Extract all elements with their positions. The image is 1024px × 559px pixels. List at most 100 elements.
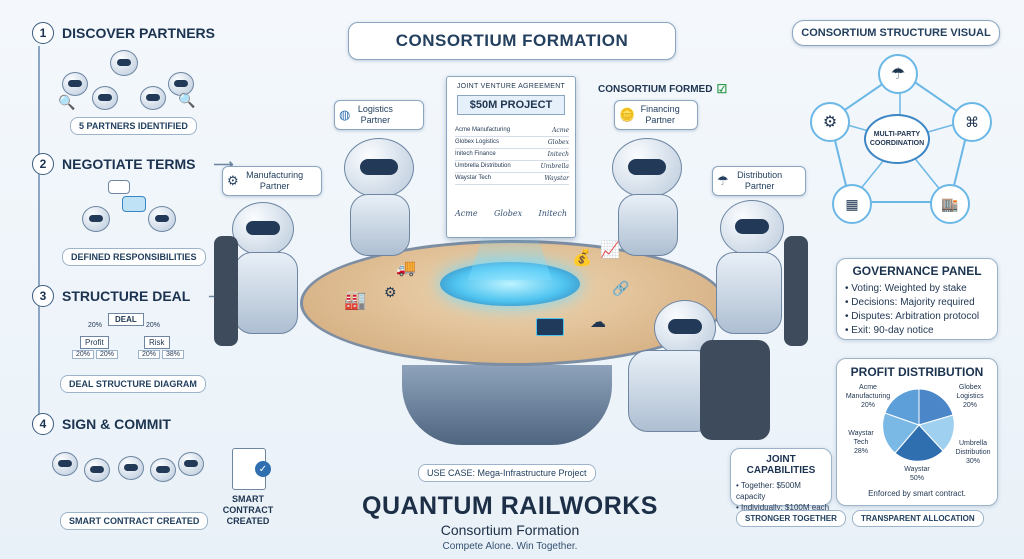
capabilities-panel: JOINT CAPABILITIES • Together: $500M cap… [730,448,832,512]
node-umbrella: ☂ [878,54,918,94]
consortium-formed-text: CONSORTIUM FORMED [598,83,713,95]
signing-robot [178,452,204,476]
party-signature: Globex [547,139,569,146]
step-1-number: 1 [32,22,54,44]
pie-slice [882,412,920,454]
manufacturing-chair [214,236,238,346]
profit-label: Waystar 50% [895,465,939,483]
governance-title: GOVERNANCE PANEL [852,264,982,278]
deal-leaf: 20% [96,350,119,359]
table-pedestal [402,365,612,445]
cloud-icon: ☁ [590,314,606,331]
deal-left-node: Profit [80,336,109,349]
negotiating-robot [82,206,110,232]
profit-label-name: Umbrella Distribution [955,440,991,456]
node-boxes: ▦ [832,184,872,224]
deal-leaf: 38% [162,350,185,359]
logistics-partner-text: Logistics Partner [357,104,393,125]
pie-slice [894,424,944,462]
step-1-caption: 5 PARTNERS IDENTIFIED [70,117,197,135]
footer-signature: Globex [493,209,523,218]
profit-pie [882,388,955,462]
step-3-number: 3 [32,285,54,307]
agreement-footer-signatures: Acme Globex Initech [455,209,567,218]
governance-row-text: Exit: 90-day notice [851,325,934,336]
partner-robot [140,86,166,110]
brand-tagline: Compete Alone. Win Together. [442,541,578,552]
profit-label-name: Acme Manufacturing [845,384,891,400]
party-signature: Waystar [544,175,569,182]
partner-robot [168,72,194,96]
profit-label-pct: 28% [853,448,868,455]
use-case-label: USE CASE: Mega-Infrastructure Project [418,464,596,482]
umbrella-icon: ☂ [717,173,729,188]
profit-label: Globex Logistics 20% [945,383,995,410]
party-signature: Umbrella [540,163,569,170]
signing-robot [52,452,78,476]
signing-robot [84,458,110,482]
pie-slice [918,388,954,426]
profit-panel: PROFIT DISTRIBUTION Acme Manufacturing 2… [836,358,998,506]
step-1-title: 1 DISCOVER PARTNERS [32,22,215,44]
manufacturing-partner-label: ⚙ Manufacturing Partner [222,166,322,196]
party-name: Waystar Tech [455,175,492,181]
factory-icon: 🏭 [344,290,367,310]
tech-chair [700,340,770,440]
agreement-parties: Acme Manufacturing Acme Globex Logistics… [455,125,569,185]
partner-robot [92,86,118,110]
party-signature: Initech [547,151,569,158]
deal-right-pct: 20% [146,322,161,329]
chat-bubble-icon [122,196,146,212]
coins-icon: 🪙 [619,107,636,122]
smart-contract-label: SMART CONTRACT CREATED [222,494,274,526]
magnifier-icon: 🔍 [178,92,196,108]
logistics-partner-label: ◍ Logistics Partner [334,100,424,130]
footer-signature: Initech [538,209,567,218]
distribution-partner-text: Distribution Partner [737,170,783,191]
brand-name: QUANTUM RAILWORKS [362,492,658,520]
signing-robot [118,456,144,480]
signing-robot [150,458,176,482]
manufacturing-partner-text: Manufacturing Partner [246,170,304,191]
distribution-robot-body [716,252,782,334]
footer-signature: Acme [455,209,478,218]
governance-row: • Decisions: Majority required [845,297,975,308]
step-3-caption: DEAL STRUCTURE DIAGRAM [60,375,206,393]
step-4-title: 4 SIGN & COMMIT [32,413,171,435]
deal-leaf: 20% [72,350,95,359]
governance-row: • Voting: Weighted by stake [845,283,967,294]
money-bag-icon: 💰 [572,250,592,267]
capability-row-text: Individually: $100M each [741,503,830,512]
step-2-caption: DEFINED RESPONSIBILITIES [62,248,206,266]
party-name: Umbrella Distribution [455,163,511,169]
profit-label: Umbrella Distribution 30% [951,439,995,466]
financing-robot-body [618,194,678,256]
step-2-title: 2 NEGOTIATE TERMS ⟶ [32,153,234,175]
structure-visual-title: CONSORTIUM STRUCTURE VISUAL [792,20,1000,46]
financing-partner-label: 🪙 Financing Partner [614,100,698,130]
profit-label-pct: 50% [909,475,924,482]
capability-row-text: Together: $500M capacity [736,481,801,501]
step-2-number: 2 [32,153,54,175]
gear-icon: ⚙ [384,284,397,300]
deal-right-node: Risk [144,336,170,349]
party-name: Initech Finance [455,151,496,157]
manufacturing-robot [232,202,294,256]
profit-label: Waystar Tech 28% [841,429,881,456]
step-1-label: DISCOVER PARTNERS [62,25,215,41]
step-3-title: 3 STRUCTURE DEAL ⟶ [32,285,228,307]
distribution-chair [784,236,808,346]
party-signature: Acme [552,127,569,134]
node-network: ⌘ [952,102,992,142]
agreement-party-row: Acme Manufacturing Acme [455,125,569,137]
step-2-label: NEGOTIATE TERMS [62,156,196,172]
partner-robot [110,50,138,76]
capability-row: • Together: $500M capacity [736,481,801,501]
agreement-party-row: Umbrella Distribution Umbrella [455,161,569,173]
truck-icon: 🚚 [396,260,416,277]
page-title: CONSORTIUM FORMATION [348,22,676,60]
step-3-label: STRUCTURE DEAL [62,288,191,304]
deal-root: DEAL [108,313,144,326]
smart-contract-document-icon: ✓ [232,448,271,490]
step-4-caption: SMART CONTRACT CREATED [60,512,209,530]
